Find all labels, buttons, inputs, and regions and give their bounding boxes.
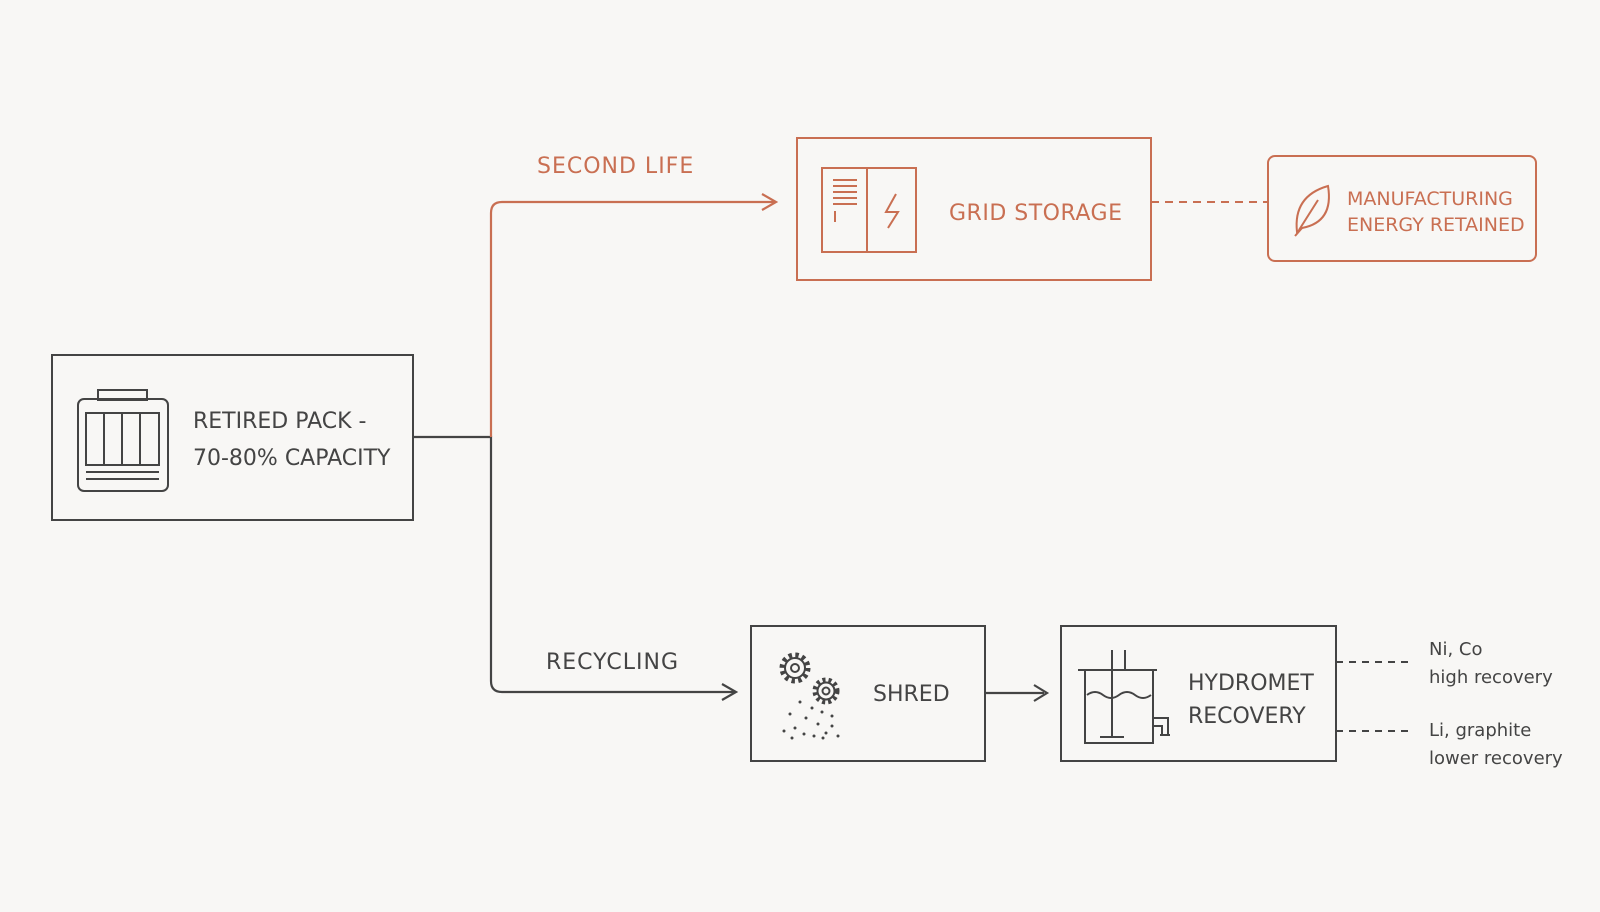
node-shred: SHRED: [750, 625, 986, 762]
node-box: [796, 137, 1152, 281]
arrowhead-to-shred: [721, 683, 739, 701]
node-box: [1060, 625, 1337, 762]
output-label-line1: Li, graphite: [1429, 720, 1531, 741]
node-label-line2: RECOVERY: [1188, 704, 1306, 729]
node-label: SHRED: [873, 682, 950, 707]
node-label-line1: RETIRED PACK -: [193, 409, 366, 434]
node-label-line2: 70-80% CAPACITY: [193, 446, 391, 471]
connector-second-life: [489, 200, 774, 437]
output-li-graphite: Li, graphite lower recovery: [1429, 720, 1563, 769]
battery-pack-icon: [77, 389, 169, 492]
arrowhead-to-hydromet: [1033, 684, 1050, 702]
connector-recycling: [413, 435, 734, 694]
path-label-second-life: SECOND LIFE: [537, 154, 694, 179]
output-ni-co: Ni, Co high recovery: [1429, 639, 1553, 688]
tank-mixer-icon: [1078, 650, 1170, 744]
output-label-line2: high recovery: [1429, 667, 1553, 688]
connectors: [413, 193, 1409, 732]
path-label-recycling: RECYCLING: [546, 650, 679, 675]
leaf-icon: [1294, 184, 1330, 237]
node-retired-pack: RETIRED PACK - 70-80% CAPACITY: [51, 354, 414, 521]
node-manufacturing-energy: MANUFACTURING ENERGY RETAINED: [1267, 155, 1537, 262]
node-label-line1: MANUFACTURING: [1347, 188, 1513, 210]
node-box: [51, 354, 414, 521]
node-hydromet-recovery: HYDROMET RECOVERY: [1060, 625, 1337, 762]
node-box: [750, 625, 986, 762]
node-grid-storage: GRID STORAGE: [796, 137, 1152, 281]
node-label-line1: HYDROMET: [1188, 671, 1314, 696]
arrowhead-to-grid-storage: [761, 193, 779, 211]
node-label: GRID STORAGE: [949, 201, 1122, 226]
gears-icon: [779, 652, 840, 740]
node-label-line2: ENERGY RETAINED: [1347, 214, 1525, 236]
output-label-line1: Ni, Co: [1429, 639, 1483, 660]
output-label-line2: lower recovery: [1429, 748, 1563, 769]
storage-cabinet-bolt-icon: [821, 167, 917, 253]
node-box: [1267, 155, 1537, 262]
